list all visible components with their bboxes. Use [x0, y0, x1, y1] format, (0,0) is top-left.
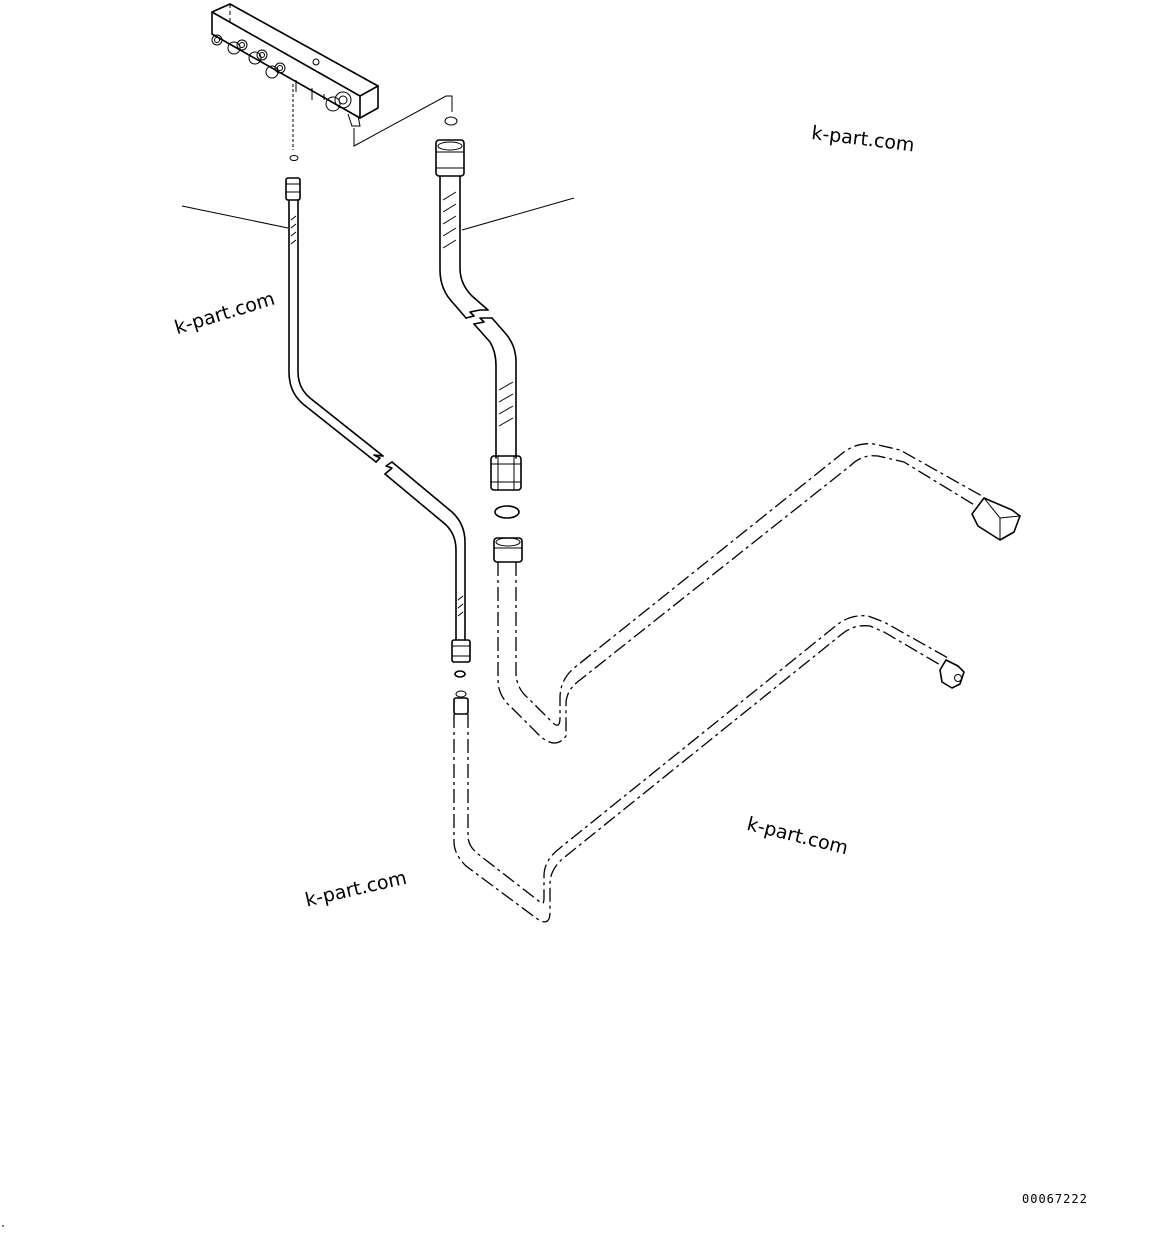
- drawing-number: 00067222: [1022, 1192, 1088, 1206]
- o-ring-large: [494, 505, 520, 519]
- lower-pipe: [453, 615, 965, 923]
- valve-block: [211, 3, 379, 127]
- right-hose: [435, 139, 522, 491]
- left-hose: [285, 177, 471, 663]
- upper-pipe: [493, 443, 1021, 744]
- o-ring-small: [454, 670, 466, 678]
